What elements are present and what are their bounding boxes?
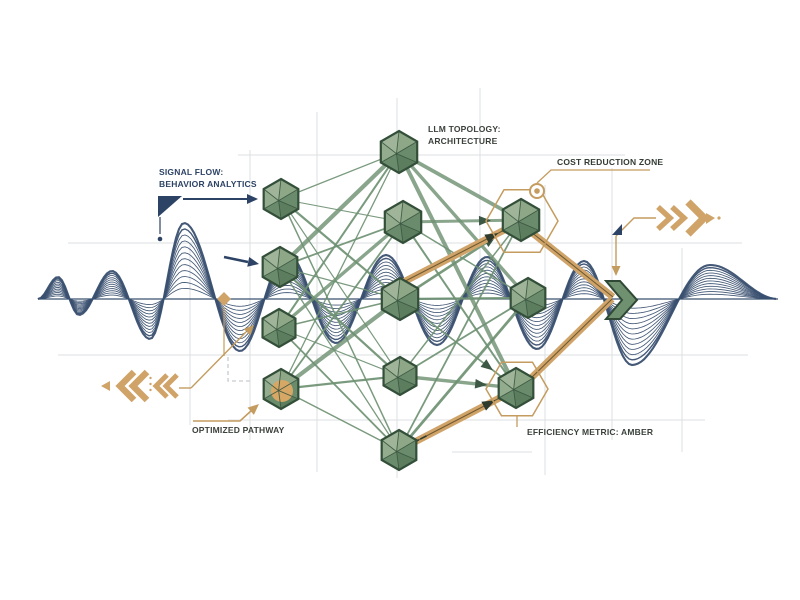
highlight-zones bbox=[485, 169, 650, 427]
flag-icon-right bbox=[612, 224, 622, 235]
output-chevron-icon bbox=[603, 280, 639, 320]
network-node bbox=[261, 307, 297, 349]
optimized-pathway-label: OPTIMIZED PATHWAY bbox=[192, 425, 285, 435]
diamond-marker-icon bbox=[217, 292, 231, 356]
efficiency-zone-hexagon bbox=[485, 361, 549, 417]
llm-topology-label: LLM TOPOLOGY: ARCHITECTURE bbox=[428, 124, 501, 147]
grid-lines bbox=[58, 88, 748, 478]
flag-icon-left bbox=[158, 196, 182, 217]
network-node bbox=[380, 276, 420, 322]
signal-flow-label-line2: BEHAVIOR ANALYTICS bbox=[159, 178, 257, 189]
optimized-pathway-leader bbox=[193, 404, 259, 422]
network-node bbox=[382, 355, 418, 397]
left-chevrons-icon bbox=[101, 325, 254, 403]
network-node-amber bbox=[262, 367, 300, 411]
network-node bbox=[509, 276, 547, 320]
signal-flow-label-line1: SIGNAL FLOW: bbox=[159, 167, 224, 177]
signal-flow-connector bbox=[157, 194, 622, 267]
optimized-path bbox=[384, 220, 616, 451]
network-node bbox=[261, 245, 299, 289]
network-node bbox=[262, 177, 300, 221]
network-node bbox=[501, 197, 541, 243]
efficiency-metric-label: EFFICIENCY METRIC: AMBER bbox=[527, 427, 654, 437]
network-node bbox=[383, 199, 423, 245]
network-node bbox=[497, 366, 535, 410]
cost-reduction-zone-label: COST REDUCTION ZONE bbox=[557, 157, 664, 167]
dashed-bracket bbox=[227, 357, 251, 382]
llm-topology-label-line1: LLM TOPOLOGY: bbox=[428, 124, 501, 134]
network-node bbox=[380, 428, 418, 472]
right-chevrons-icon bbox=[611, 199, 721, 276]
signal-flow-label: SIGNAL FLOW: BEHAVIOR ANALYTICS bbox=[159, 167, 257, 190]
network-node bbox=[379, 129, 419, 175]
llm-topology-label-line2: ARCHITECTURE bbox=[428, 135, 498, 146]
